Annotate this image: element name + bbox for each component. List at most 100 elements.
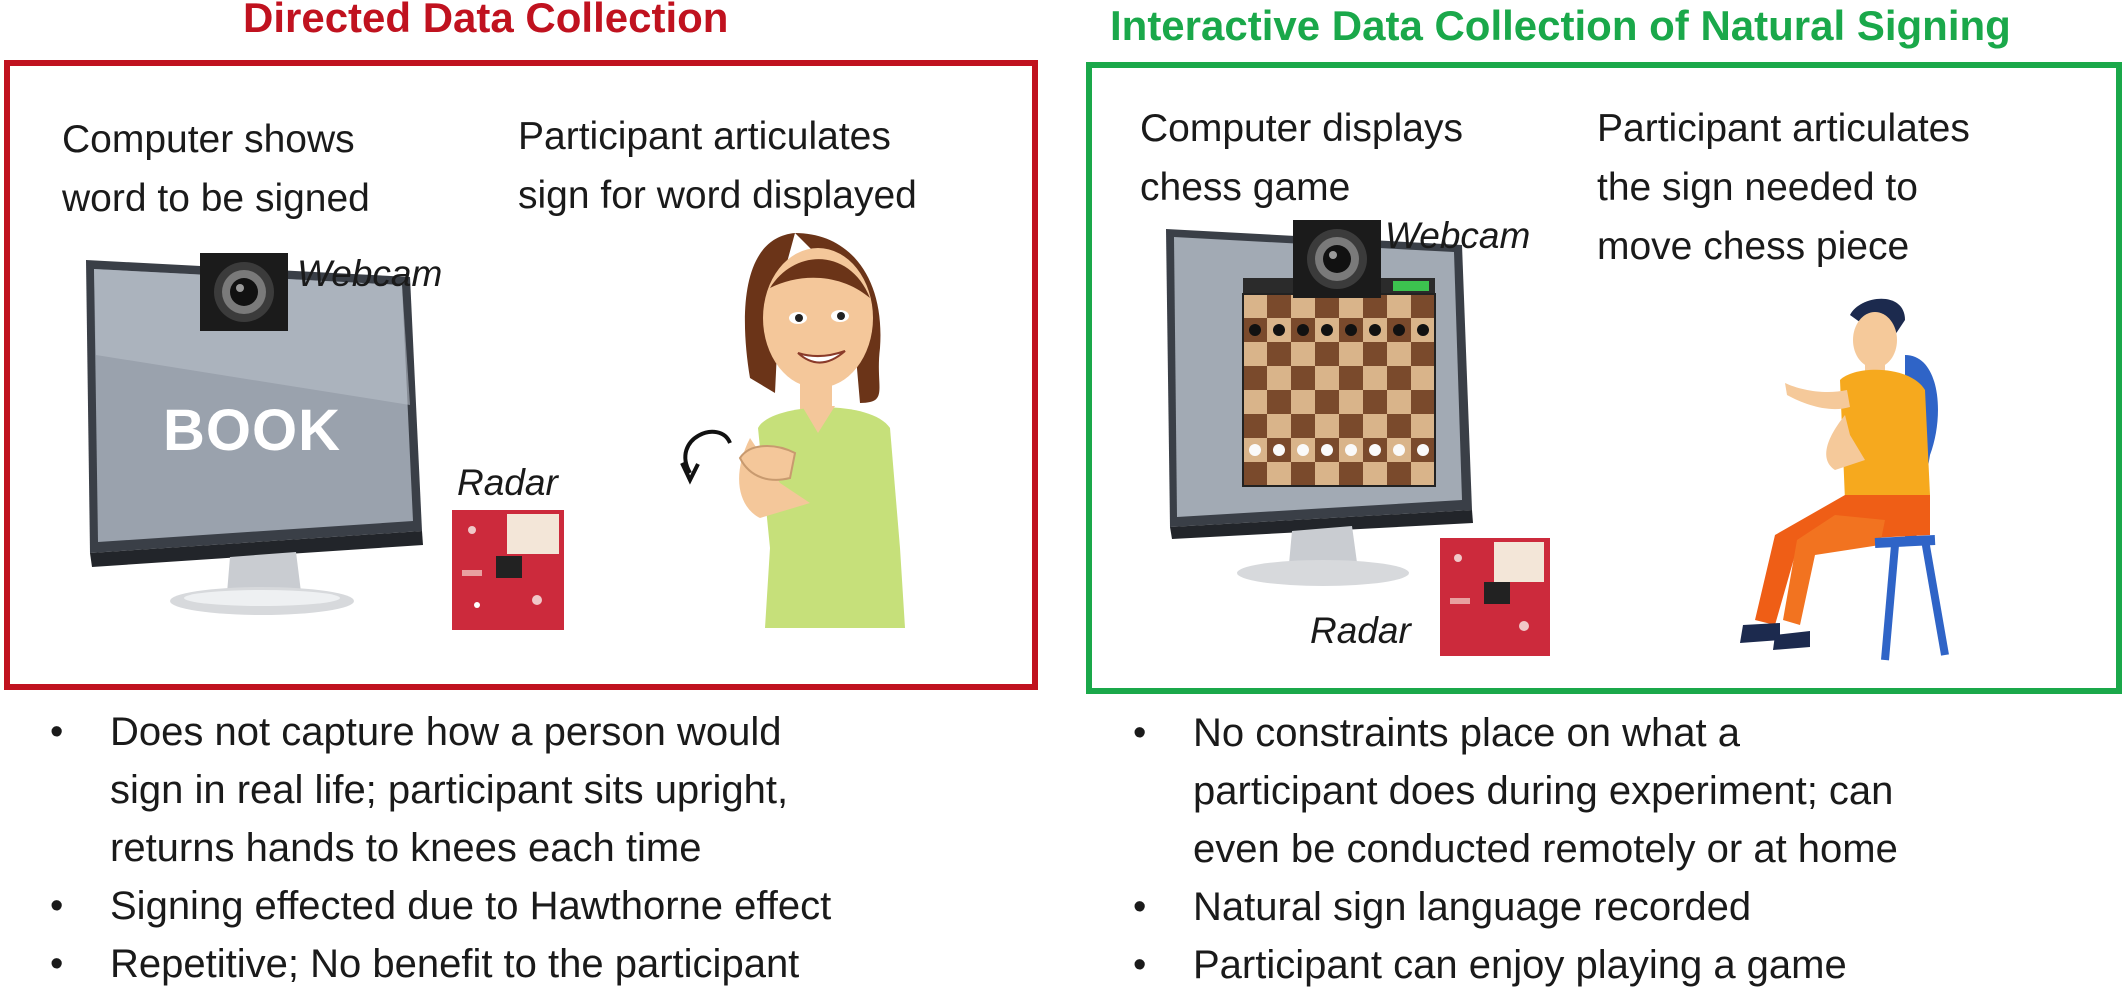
chess-pawn-icon — [1321, 324, 1333, 336]
chess-pawn-icon — [1393, 444, 1405, 456]
left-computer-caption-line: Computer shows — [62, 118, 355, 161]
bullet-text: Repetitive; No benefit to the participan… — [110, 942, 800, 986]
left-bullet-list: Does not capture how a person would sign… — [50, 703, 1050, 993]
chess-square — [1315, 462, 1339, 486]
chess-square — [1363, 462, 1387, 486]
right-computer-caption-line: Computer displays — [1140, 107, 1463, 150]
chess-pawn-icon — [1249, 444, 1261, 456]
directed-collection-title: Directed Data Collection — [243, 0, 729, 41]
chess-square — [1411, 294, 1435, 318]
chess-square — [1387, 342, 1411, 366]
chess-board-icon — [1242, 278, 1436, 487]
chess-pawn-icon — [1393, 324, 1405, 336]
radar-board-icon — [1440, 538, 1550, 656]
chess-square — [1267, 366, 1291, 390]
chess-pawn-icon — [1273, 444, 1285, 456]
chess-pawn-icon — [1249, 324, 1261, 336]
chess-square — [1243, 390, 1267, 414]
bullet-text: Does not capture how a person would sign… — [110, 710, 789, 870]
chess-square — [1363, 390, 1387, 414]
chess-pawn-icon — [1345, 324, 1357, 336]
list-item: Participant can enjoy playing a game — [1133, 936, 2113, 994]
interactive-collection-panel — [1086, 62, 2122, 694]
chess-square — [1291, 366, 1315, 390]
bullet-text: Participant can enjoy playing a game — [1193, 943, 1847, 987]
chess-square — [1267, 294, 1291, 318]
right-participant-caption-line: Participant articulates — [1597, 107, 1970, 150]
chess-square — [1387, 366, 1411, 390]
chess-square — [1363, 366, 1387, 390]
chess-square — [1339, 342, 1363, 366]
right-participant-caption-line: move chess piece — [1597, 225, 1910, 268]
left-computer-caption-line: word to be signed — [62, 177, 370, 220]
chess-square — [1291, 390, 1315, 414]
chess-square — [1411, 414, 1435, 438]
chess-pawn-icon — [1297, 444, 1309, 456]
chess-square — [1243, 414, 1267, 438]
chess-pawn-icon — [1417, 444, 1429, 456]
chess-square — [1339, 462, 1363, 486]
bullet-text: No constraints place on what a participa… — [1193, 711, 1898, 871]
chess-square — [1315, 342, 1339, 366]
chess-square — [1411, 366, 1435, 390]
signing-woman-illustration — [680, 233, 905, 628]
chess-square — [1411, 342, 1435, 366]
radar-board-icon — [452, 510, 564, 630]
chess-square — [1339, 390, 1363, 414]
right-bullet-list: No constraints place on what a participa… — [1133, 704, 2113, 994]
list-item: Repetitive; No benefit to the participan… — [50, 935, 1050, 993]
left-participant-caption-line: sign for word displayed — [518, 174, 917, 217]
chess-pawn-icon — [1273, 324, 1285, 336]
chess-pawn-icon — [1369, 324, 1381, 336]
webcam-icon — [200, 253, 288, 331]
left-participant-caption-line: Participant articulates — [518, 115, 891, 158]
list-item: No constraints place on what a participa… — [1133, 704, 2113, 878]
chess-square — [1363, 342, 1387, 366]
chess-square — [1387, 390, 1411, 414]
chess-square — [1339, 366, 1363, 390]
chess-square — [1267, 390, 1291, 414]
chess-square — [1243, 342, 1267, 366]
left-webcam-label: Webcam — [297, 253, 443, 294]
chess-square — [1291, 414, 1315, 438]
right-participant-caption-line: the sign needed to — [1597, 166, 1918, 209]
chess-square — [1411, 390, 1435, 414]
chess-square — [1291, 342, 1315, 366]
seated-man-illustration — [1740, 298, 1949, 661]
chess-pawn-icon — [1321, 444, 1333, 456]
left-participant-caption: Participant articulates sign for word di… — [518, 107, 917, 225]
interactive-collection-title: Interactive Data Collection of Natural S… — [1110, 2, 2011, 49]
webcam-icon — [1293, 220, 1381, 298]
chess-square — [1243, 462, 1267, 486]
chess-square — [1363, 414, 1387, 438]
chess-square — [1387, 462, 1411, 486]
left-computer-caption: Computer shows word to be signed — [62, 110, 370, 228]
chess-square — [1291, 462, 1315, 486]
chess-pawn-icon — [1369, 444, 1381, 456]
bullet-text: Signing effected due to Hawthorne effect — [110, 884, 832, 928]
right-computer-caption: Computer displays chess game — [1140, 99, 1463, 217]
bullet-text: Natural sign language recorded — [1193, 885, 1752, 929]
monitor-icon — [86, 260, 423, 615]
chess-square — [1387, 414, 1411, 438]
chess-square — [1315, 414, 1339, 438]
list-item: Natural sign language recorded — [1133, 878, 2113, 936]
chess-square — [1315, 390, 1339, 414]
right-computer-caption-line: chess game — [1140, 166, 1351, 209]
chess-square — [1339, 414, 1363, 438]
chess-square — [1267, 342, 1291, 366]
chess-square — [1267, 462, 1291, 486]
right-participant-caption: Participant articulates the sign needed … — [1597, 99, 1970, 276]
right-radar-label: Radar — [1310, 610, 1411, 651]
chess-square — [1267, 414, 1291, 438]
chess-pawn-icon — [1297, 324, 1309, 336]
chess-pawn-icon — [1417, 324, 1429, 336]
chess-square — [1243, 366, 1267, 390]
chess-square — [1243, 294, 1267, 318]
list-item: Signing effected due to Hawthorne effect — [50, 877, 1050, 935]
chess-square — [1411, 462, 1435, 486]
chess-square — [1315, 366, 1339, 390]
chess-pawn-icon — [1345, 444, 1357, 456]
right-webcam-label: Webcam — [1385, 215, 1531, 256]
left-radar-label: Radar — [457, 462, 558, 503]
